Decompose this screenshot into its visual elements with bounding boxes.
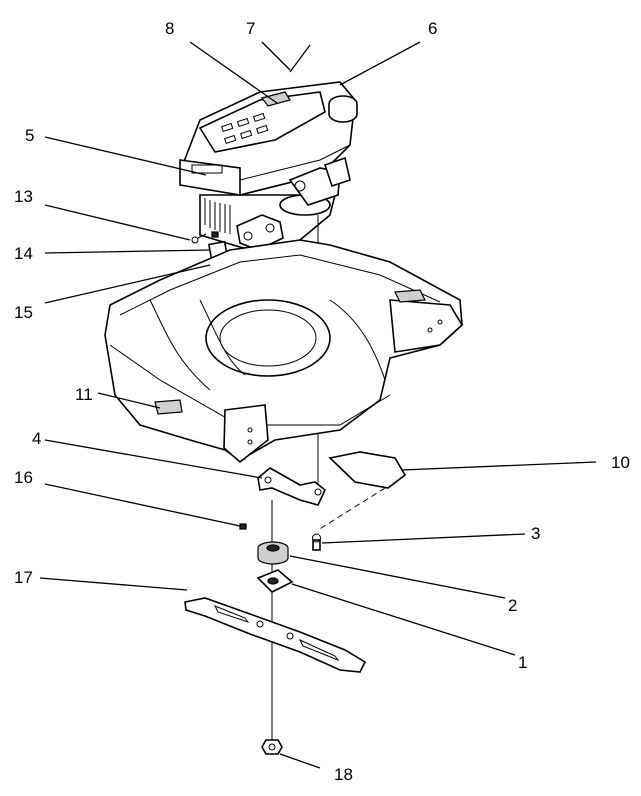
callout-3: 3: [531, 524, 541, 543]
callout-4: 4: [32, 429, 42, 448]
leader-8: [189, 41, 278, 104]
callout-18: 18: [334, 765, 353, 784]
lower-parts: [239, 451, 407, 551]
muffler: [236, 214, 284, 251]
callout-7: 7: [246, 19, 256, 38]
leader-1: [291, 583, 516, 656]
screw-3: [312, 539, 321, 551]
leader-5: [44, 136, 207, 176]
leader-16: [44, 483, 241, 527]
deck-bracket-front: [223, 404, 269, 464]
blade-stack: [184, 500, 367, 755]
leader-lines: [39, 41, 597, 769]
leader-13: [44, 204, 191, 241]
callout-17: 17: [14, 568, 33, 587]
leader-11: [97, 392, 161, 409]
callout-2: 2: [508, 596, 518, 615]
leader-15: [44, 264, 211, 304]
cooling-fins: [204, 198, 231, 234]
leader-7: [261, 41, 291, 71]
callout-6: 6: [428, 19, 438, 38]
leader-14: [44, 249, 211, 254]
leader-4: [44, 439, 263, 479]
deck-bracket-right: [389, 299, 464, 353]
engine-assembly: [178, 44, 358, 490]
callout-13: 13: [14, 187, 33, 206]
deck-motor-opening: [205, 299, 331, 377]
callout-8: 8: [165, 19, 175, 38]
callout-16: 16: [14, 468, 33, 487]
callout-11: 11: [75, 385, 93, 404]
screw-14: [211, 231, 219, 238]
leader-18: [279, 753, 321, 769]
callout-10: 10: [611, 453, 630, 472]
rope-guide: [289, 44, 311, 73]
callout-1: 1: [518, 653, 528, 672]
fuel-cap-side: [328, 104, 358, 123]
mower-blade: [184, 597, 367, 673]
recoil-handle: [260, 91, 291, 107]
rear-plate: [394, 289, 426, 303]
screw-16: [239, 523, 247, 530]
leader-10: [401, 461, 597, 471]
callout-14: 14: [14, 244, 33, 263]
leader-2: [289, 555, 506, 599]
callout-5: 5: [25, 126, 35, 145]
shroud-vents: [220, 112, 269, 145]
baffle: [328, 451, 407, 489]
air-filter: [323, 156, 351, 188]
blade-nut: [261, 739, 283, 755]
mower-deck: [104, 239, 464, 464]
blade-bracket: [257, 467, 326, 506]
leader-6: [339, 41, 421, 86]
leader-3: [321, 533, 526, 544]
screw-13: [191, 236, 199, 244]
leader-17: [39, 577, 188, 591]
callout-15: 15: [14, 303, 33, 322]
deck-decal: [154, 399, 183, 415]
alignment-line: [317, 487, 386, 531]
